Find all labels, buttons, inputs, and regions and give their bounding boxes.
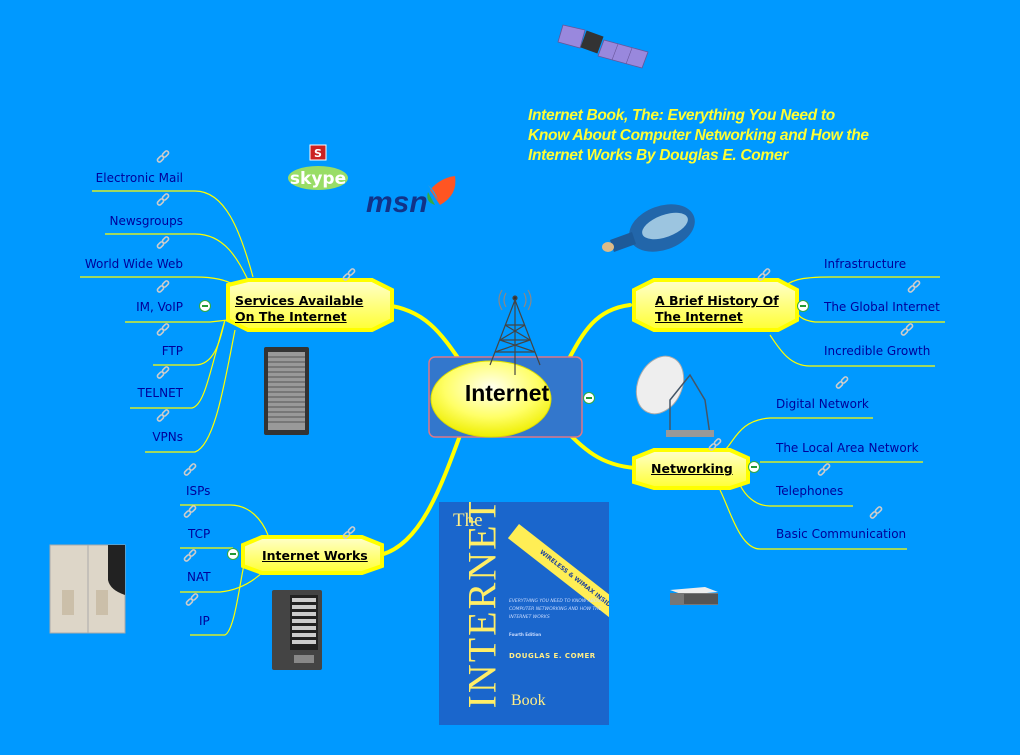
collapse-toggle-history[interactable] — [797, 300, 809, 312]
leaf-lan[interactable]: The Local Area Network — [776, 441, 919, 455]
message-bottle-icon — [602, 204, 695, 252]
leaf-basic-communication[interactable]: Basic Communication — [776, 527, 907, 541]
leaf-im-voip[interactable]: IM, VoIP — [136, 300, 183, 314]
leaf-line — [769, 334, 935, 367]
svg-text:skype: skype — [290, 169, 346, 189]
connector-works — [378, 428, 464, 557]
book-author: DOUGLAS E. COMER — [509, 652, 596, 660]
leaf-line — [180, 504, 269, 536]
leaf-line — [739, 484, 853, 507]
leaf-newsgroups[interactable]: Newsgroups — [109, 214, 183, 228]
radio-tower-icon — [489, 289, 541, 375]
leaf-nat[interactable]: NAT — [187, 570, 211, 584]
leaf-ip[interactable]: IP — [199, 614, 210, 628]
topic-label: A Brief History Of — [655, 293, 779, 308]
svg-text:S: S — [314, 147, 322, 160]
leaf-line — [145, 329, 236, 453]
tower-server-icon — [272, 590, 322, 670]
leaf-infrastructure[interactable]: Infrastructure — [824, 257, 907, 271]
topic-works[interactable]: Internet Works — [262, 548, 368, 564]
leaf-isps[interactable]: ISPs — [186, 484, 211, 498]
leaf-line — [719, 489, 907, 550]
leaf-electronic-mail[interactable]: Electronic Mail — [95, 171, 183, 185]
leaf-tcp[interactable]: TCP — [188, 527, 211, 541]
svg-text:msn: msn — [366, 186, 428, 219]
topic-label: Networking — [651, 461, 733, 476]
topic-label: Services Available — [235, 293, 364, 308]
topic-shape-history[interactable] — [632, 278, 799, 332]
central-topic-label[interactable]: Internet — [464, 380, 550, 406]
book-internet: INTERNET — [459, 502, 505, 709]
topic-label: On The Internet — [235, 309, 347, 324]
leaf-line — [130, 319, 226, 409]
topic-services[interactable]: Services Available On The Internet — [235, 293, 363, 325]
collapse-toggle-services[interactable] — [199, 300, 211, 312]
topic-networking[interactable]: Networking — [651, 461, 733, 477]
leaf-world-wide-web[interactable]: World Wide Web — [84, 257, 183, 271]
book-cover-image: WIRELESS & WIMAX INSIDE The INTERNET Eve… — [439, 502, 609, 725]
leaf-line — [92, 190, 254, 278]
leaf-digital-network[interactable]: Digital Network — [776, 397, 869, 411]
topic-label: The Internet — [655, 309, 743, 324]
title-line: Internet Works By Douglas E. Comer — [528, 147, 788, 164]
leaf-line — [779, 276, 940, 291]
topic-label: Internet Works — [262, 548, 368, 563]
title-line: Know About Computer Networking and How t… — [528, 127, 869, 144]
book-the: The — [453, 510, 483, 531]
leaf-telephones[interactable]: Telephones — [776, 484, 844, 498]
book-book: Book — [511, 692, 546, 709]
leaf-incredible-growth[interactable]: Incredible Growth — [824, 344, 931, 358]
book-subtitle: Everything you need to know about comput… — [509, 599, 604, 620]
leaf-line — [125, 319, 229, 323]
server-cabinet-icon — [49, 544, 126, 634]
topic-history[interactable]: A Brief History Of The Internet — [655, 293, 779, 325]
leaf-line — [80, 276, 236, 286]
collapse-toggle-networking[interactable] — [748, 461, 760, 473]
leaf-telnet[interactable]: TELNET — [137, 386, 184, 400]
book-edition: Fourth Edition — [509, 632, 542, 637]
topic-shape-services[interactable] — [226, 278, 394, 332]
msn-logo: msn — [366, 176, 456, 219]
satellite-icon — [557, 24, 649, 69]
leaf-global-internet[interactable]: The Global Internet — [824, 300, 940, 314]
leaf-ftp[interactable]: FTP — [161, 344, 183, 358]
title-line: Internet Book, The: Everything You Need … — [528, 107, 835, 124]
collapse-toggle-works[interactable] — [227, 548, 239, 560]
topic-shape-networking[interactable] — [632, 448, 750, 490]
rack-unit-icon — [670, 587, 718, 605]
leaf-line — [105, 233, 249, 281]
satellite-dish-icon — [635, 355, 714, 437]
topic-shape-works[interactable] — [241, 535, 384, 575]
rack-server-icon — [264, 347, 309, 435]
skype-logo: S skype — [288, 144, 348, 190]
leaf-vpns[interactable]: VPNs — [152, 430, 183, 444]
collapse-toggle-central[interactable] — [583, 392, 595, 404]
central-topic[interactable] — [428, 356, 583, 438]
book-title: Internet Book, The: Everything You Need … — [528, 106, 948, 166]
leaf-line — [724, 417, 873, 451]
